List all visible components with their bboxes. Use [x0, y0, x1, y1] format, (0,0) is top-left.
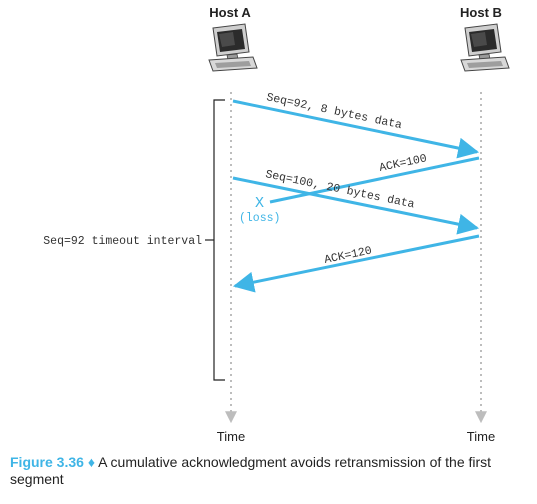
loss-label: (loss)	[239, 212, 280, 225]
ack-100-arrow	[269, 156, 480, 204]
ack-120-arrow	[232, 234, 480, 293]
loss-mark: X	[255, 195, 264, 212]
host-b-label: Host B	[460, 5, 502, 20]
host-a-label: Host A	[209, 5, 251, 20]
caption-text: A cumulative acknowledgment avoids retra…	[10, 454, 492, 487]
timeout-bracket	[213, 99, 225, 381]
desktop-computer-icon	[460, 23, 510, 72]
host-a-time-label: Time	[217, 429, 245, 444]
segment-1-arrow	[232, 99, 480, 159]
caption-separator: ♦	[87, 454, 95, 470]
segment-2-arrow	[232, 176, 480, 235]
timeout-label: Seq=92 timeout interval	[43, 235, 202, 248]
figure-number: Figure 3.36	[10, 454, 84, 470]
figure-caption: Figure 3.36 ♦ A cumulative acknowledgmen…	[10, 454, 532, 488]
host-b-time-label: Time	[467, 429, 495, 444]
desktop-computer-icon	[208, 23, 258, 72]
